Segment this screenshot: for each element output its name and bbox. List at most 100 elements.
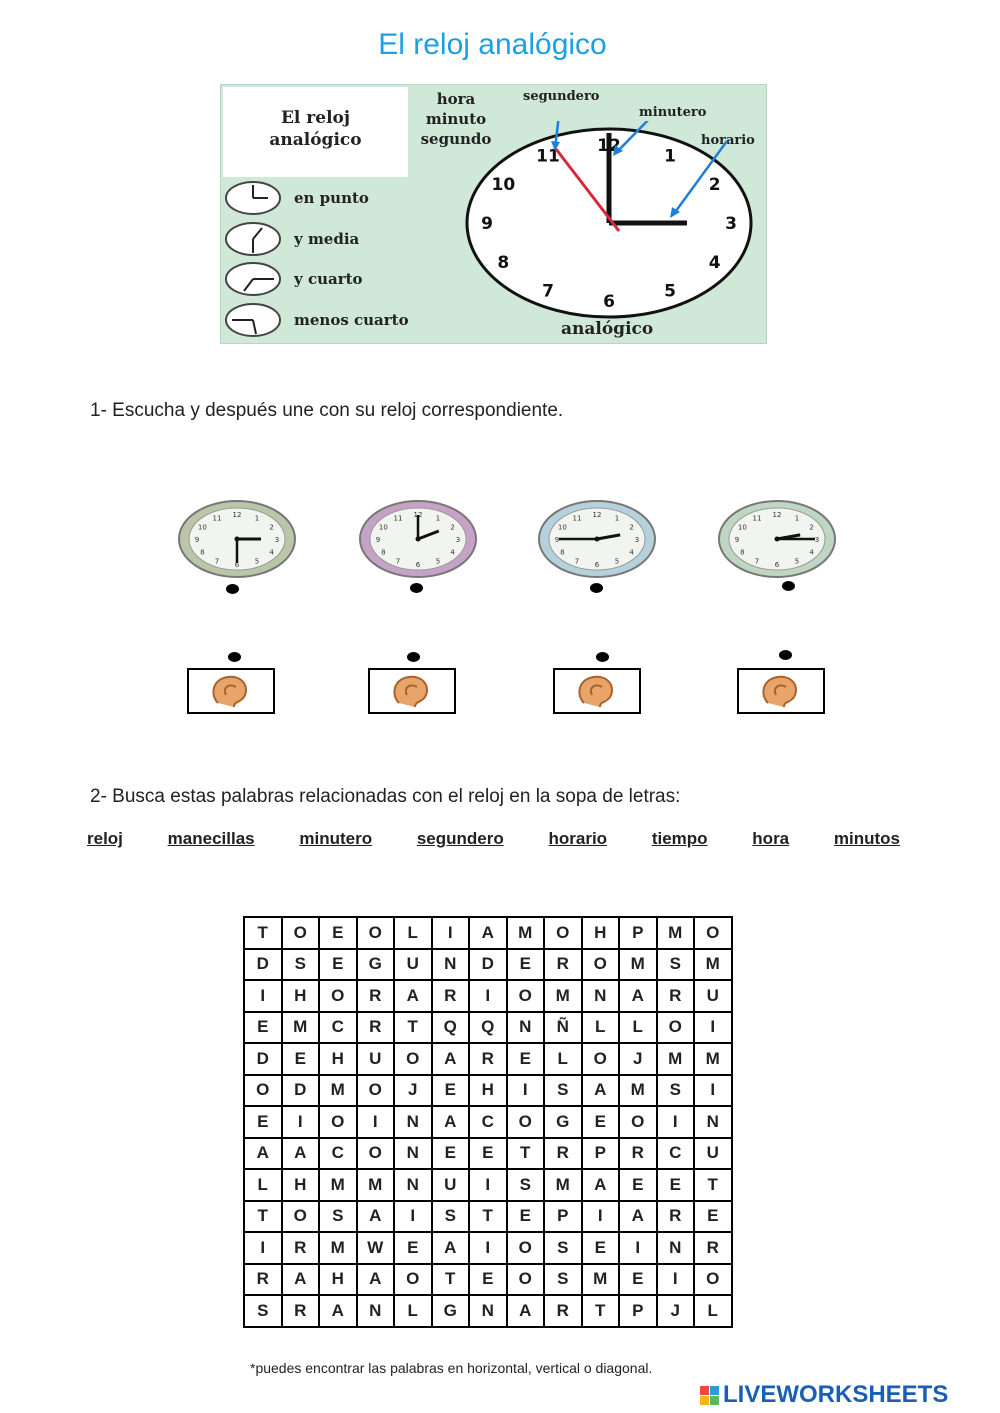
grid-cell[interactable]: R: [543, 947, 583, 981]
grid-cell[interactable]: T: [430, 1262, 470, 1296]
grid-cell[interactable]: T: [693, 1168, 733, 1202]
grid-cell[interactable]: O: [543, 916, 583, 950]
grid-cell[interactable]: A: [318, 1294, 358, 1328]
grid-cell[interactable]: O: [580, 1042, 620, 1076]
grid-cell[interactable]: E: [243, 1105, 283, 1139]
grid-cell[interactable]: M: [655, 1042, 695, 1076]
grid-cell[interactable]: H: [318, 1262, 358, 1296]
grid-cell[interactable]: G: [543, 1105, 583, 1139]
grid-cell[interactable]: T: [468, 1199, 508, 1233]
grid-cell[interactable]: N: [430, 947, 470, 981]
match-dot-audio-1[interactable]: [228, 652, 241, 662]
grid-cell[interactable]: P: [618, 916, 658, 950]
grid-cell[interactable]: H: [280, 979, 320, 1013]
grid-cell[interactable]: P: [543, 1199, 583, 1233]
grid-cell[interactable]: T: [393, 1010, 433, 1044]
grid-cell[interactable]: E: [243, 1010, 283, 1044]
match-dot-audio-4[interactable]: [779, 650, 792, 660]
grid-cell[interactable]: M: [543, 1168, 583, 1202]
grid-cell[interactable]: L: [543, 1042, 583, 1076]
grid-cell[interactable]: O: [505, 1105, 545, 1139]
grid-cell[interactable]: S: [505, 1168, 545, 1202]
grid-cell[interactable]: R: [355, 1010, 395, 1044]
grid-cell[interactable]: I: [355, 1105, 395, 1139]
grid-cell[interactable]: E: [393, 1231, 433, 1265]
grid-cell[interactable]: L: [693, 1294, 733, 1328]
grid-cell[interactable]: D: [468, 947, 508, 981]
grid-cell[interactable]: E: [468, 1262, 508, 1296]
grid-cell[interactable]: D: [243, 1042, 283, 1076]
match-dot-clock-3[interactable]: [590, 583, 603, 593]
grid-cell[interactable]: M: [543, 979, 583, 1013]
grid-cell[interactable]: S: [543, 1073, 583, 1107]
audio-button-4[interactable]: [737, 668, 825, 714]
match-dot-clock-4[interactable]: [782, 581, 795, 591]
grid-cell[interactable]: M: [280, 1010, 320, 1044]
grid-cell[interactable]: D: [280, 1073, 320, 1107]
grid-cell[interactable]: P: [580, 1136, 620, 1170]
grid-cell[interactable]: S: [543, 1262, 583, 1296]
grid-cell[interactable]: A: [355, 1199, 395, 1233]
grid-cell[interactable]: I: [693, 1073, 733, 1107]
grid-cell[interactable]: L: [393, 916, 433, 950]
grid-cell[interactable]: S: [655, 947, 695, 981]
grid-cell[interactable]: E: [430, 1136, 470, 1170]
grid-cell[interactable]: O: [243, 1073, 283, 1107]
grid-cell[interactable]: O: [280, 916, 320, 950]
grid-cell[interactable]: T: [580, 1294, 620, 1328]
grid-cell[interactable]: I: [468, 1231, 508, 1265]
grid-cell[interactable]: E: [280, 1042, 320, 1076]
grid-cell[interactable]: J: [393, 1073, 433, 1107]
grid-cell[interactable]: I: [693, 1010, 733, 1044]
grid-cell[interactable]: C: [318, 1010, 358, 1044]
grid-cell[interactable]: O: [693, 1262, 733, 1296]
grid-cell[interactable]: E: [580, 1105, 620, 1139]
grid-cell[interactable]: D: [243, 947, 283, 981]
grid-cell[interactable]: I: [468, 1168, 508, 1202]
grid-cell[interactable]: A: [355, 1262, 395, 1296]
grid-cell[interactable]: I: [655, 1105, 695, 1139]
grid-cell[interactable]: R: [655, 1199, 695, 1233]
grid-cell[interactable]: A: [618, 979, 658, 1013]
grid-cell[interactable]: H: [468, 1073, 508, 1107]
grid-cell[interactable]: M: [618, 947, 658, 981]
grid-cell[interactable]: E: [655, 1168, 695, 1202]
grid-cell[interactable]: O: [693, 916, 733, 950]
grid-cell[interactable]: E: [618, 1262, 658, 1296]
grid-cell[interactable]: E: [693, 1199, 733, 1233]
grid-cell[interactable]: N: [655, 1231, 695, 1265]
grid-cell[interactable]: M: [580, 1262, 620, 1296]
match-dot-clock-1[interactable]: [226, 584, 239, 594]
grid-cell[interactable]: R: [655, 979, 695, 1013]
grid-cell[interactable]: E: [505, 1199, 545, 1233]
grid-cell[interactable]: O: [505, 979, 545, 1013]
grid-cell[interactable]: A: [280, 1262, 320, 1296]
grid-cell[interactable]: I: [280, 1105, 320, 1139]
grid-cell[interactable]: N: [355, 1294, 395, 1328]
grid-cell[interactable]: R: [243, 1262, 283, 1296]
grid-cell[interactable]: I: [580, 1199, 620, 1233]
grid-cell[interactable]: R: [430, 979, 470, 1013]
audio-button-1[interactable]: [187, 668, 275, 714]
grid-cell[interactable]: W: [355, 1231, 395, 1265]
match-dot-clock-2[interactable]: [410, 583, 423, 593]
grid-cell[interactable]: R: [543, 1294, 583, 1328]
grid-cell[interactable]: O: [355, 1136, 395, 1170]
grid-cell[interactable]: O: [393, 1262, 433, 1296]
grid-cell[interactable]: U: [393, 947, 433, 981]
grid-cell[interactable]: Q: [468, 1010, 508, 1044]
grid-cell[interactable]: S: [543, 1231, 583, 1265]
grid-cell[interactable]: O: [505, 1231, 545, 1265]
grid-cell[interactable]: U: [693, 1136, 733, 1170]
grid-cell[interactable]: A: [393, 979, 433, 1013]
grid-cell[interactable]: A: [580, 1073, 620, 1107]
grid-cell[interactable]: I: [393, 1199, 433, 1233]
grid-cell[interactable]: S: [243, 1294, 283, 1328]
grid-cell[interactable]: L: [618, 1010, 658, 1044]
grid-cell[interactable]: E: [468, 1136, 508, 1170]
grid-cell[interactable]: A: [618, 1199, 658, 1233]
grid-cell[interactable]: I: [243, 1231, 283, 1265]
grid-cell[interactable]: N: [580, 979, 620, 1013]
grid-cell[interactable]: Ñ: [543, 1010, 583, 1044]
grid-cell[interactable]: C: [468, 1105, 508, 1139]
